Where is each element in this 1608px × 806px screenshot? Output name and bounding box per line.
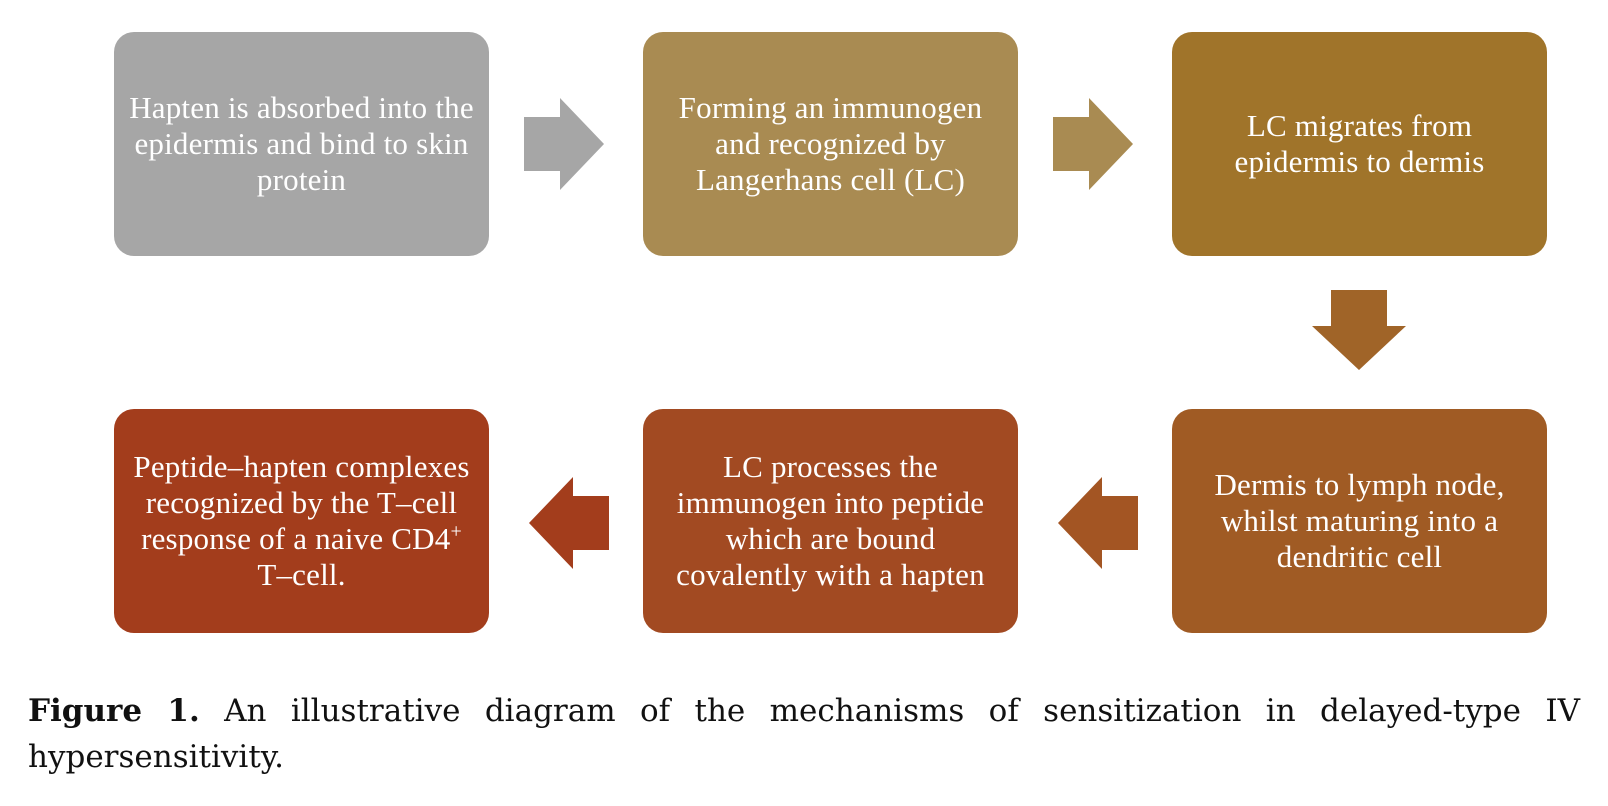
step-text: Hapten is absorbed into the epidermis an… (129, 90, 474, 197)
arrow-shape (529, 477, 609, 569)
step-box-lc-processes-immunogen: LC processes the immunogen into peptide … (643, 409, 1018, 633)
step-text: LC migrates from epidermis to dermis (1234, 108, 1485, 179)
step-box-hapten-absorbed: Hapten is absorbed into the epidermis an… (114, 32, 489, 256)
arrow-right-icon (524, 98, 604, 190)
figure-label: Figure 1. (28, 693, 200, 729)
step-text: Dermis to lymph node, whilst maturing in… (1214, 467, 1505, 574)
step-box-lc-migrates: LC migrates from epidermis to dermis (1172, 32, 1547, 256)
caption-text: An illustrative diagram of the mechanism… (28, 693, 1580, 775)
figure-caption: Figure 1. An illustrative diagram of the… (28, 688, 1580, 780)
arrow-shape (1058, 477, 1138, 569)
arrow-right-icon (1053, 98, 1133, 190)
arrow-left-icon (1058, 477, 1138, 569)
arrow-shape (1053, 98, 1133, 190)
step-text: LC processes the immunogen into peptide … (676, 449, 985, 592)
superscript-plus: + (450, 520, 462, 543)
step-box-dermis-to-lymph-node: Dermis to lymph node, whilst maturing in… (1172, 409, 1547, 633)
step-text: Forming an immunogen and recognized by L… (678, 90, 983, 197)
arrow-left-icon (529, 477, 609, 569)
arrow-shape (524, 98, 604, 190)
step-text: Peptide–hapten complexes recognized by t… (128, 449, 475, 593)
step-box-peptide-hapten-complexes: Peptide–hapten complexes recognized by t… (114, 409, 489, 633)
step-text-main: Peptide–hapten complexes recognized by t… (133, 449, 470, 556)
arrow-shape (1312, 290, 1406, 370)
step-text-tail: T–cell. (257, 557, 346, 592)
arrow-down-icon (1312, 290, 1406, 370)
step-box-immunogen-formed: Forming an immunogen and recognized by L… (643, 32, 1018, 256)
